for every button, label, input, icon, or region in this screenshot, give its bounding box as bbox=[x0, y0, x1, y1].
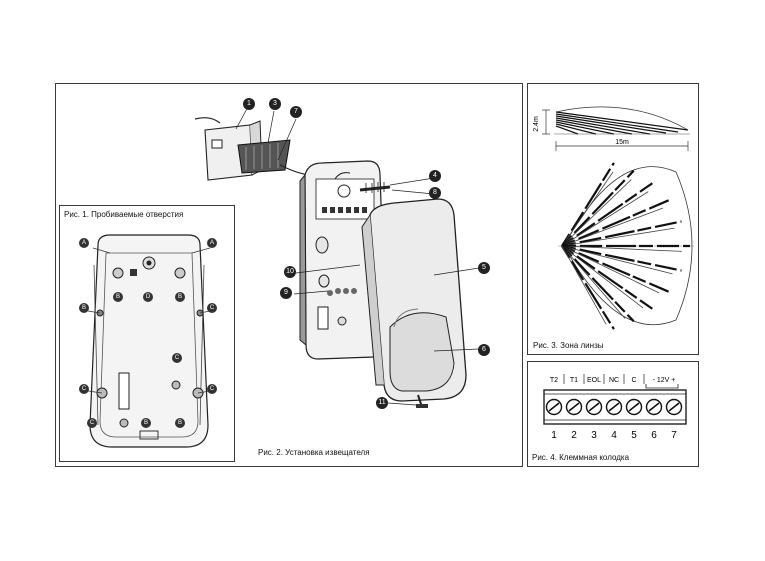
fig1-marker-a: A bbox=[79, 238, 89, 248]
fig2-callout-6: 6 bbox=[478, 344, 490, 356]
terminal-label: EOL bbox=[587, 377, 601, 384]
fan-beam bbox=[561, 245, 635, 323]
height-label: 2.4m bbox=[533, 116, 540, 132]
fig3-panel bbox=[527, 83, 699, 355]
terminal-label: T2 bbox=[550, 377, 558, 384]
screw-slot bbox=[668, 402, 680, 412]
pir-sensor bbox=[337, 184, 351, 198]
screw-slot bbox=[628, 402, 640, 412]
fig1-marker-a: A bbox=[207, 238, 217, 248]
fig1-marker-b: B bbox=[141, 418, 151, 428]
fan-beam-edge bbox=[561, 245, 660, 294]
top-hole-left bbox=[112, 267, 124, 279]
fig2-callout-4: 4 bbox=[429, 170, 441, 182]
screw-slot bbox=[648, 402, 660, 412]
fig2-drawing bbox=[194, 104, 480, 408]
fan-beam bbox=[561, 199, 670, 248]
terminal-number: 2 bbox=[571, 430, 577, 441]
fig2-callout-11: 11 bbox=[376, 397, 388, 409]
fan-beam bbox=[561, 244, 682, 272]
fan-beam-edge bbox=[561, 191, 649, 247]
screw-slot bbox=[548, 402, 560, 412]
fig1-drawing bbox=[87, 234, 211, 448]
fig1-marker-b: B bbox=[79, 303, 89, 313]
lens-window bbox=[389, 312, 455, 392]
fan-beam-edge bbox=[561, 245, 673, 275]
fan-beam-edge bbox=[561, 245, 644, 309]
fan-beam bbox=[561, 245, 615, 330]
fig1-marker-c: C bbox=[87, 418, 97, 428]
housing-inner bbox=[99, 252, 199, 438]
terminal-number: 6 bbox=[651, 430, 657, 441]
fan-beam bbox=[561, 220, 682, 248]
fig2-callout-7: 7 bbox=[290, 106, 302, 118]
terminal-label: C bbox=[631, 377, 636, 384]
fan-beams bbox=[561, 162, 690, 330]
fig1-marker-b: B bbox=[175, 418, 185, 428]
fig2-callout-3: 3 bbox=[269, 98, 281, 110]
terminal-number: 3 bbox=[591, 430, 597, 441]
fan-beam-edge bbox=[561, 227, 675, 247]
fig2-callout-1: 1 bbox=[243, 98, 255, 110]
fan-beam bbox=[561, 244, 670, 293]
terminal-number: 7 bbox=[671, 430, 677, 441]
bottom-hole-left bbox=[119, 418, 129, 428]
fan-beam bbox=[561, 245, 653, 310]
side-view-beams bbox=[555, 111, 689, 135]
fan-beam-edge bbox=[561, 245, 682, 252]
fig2-callout-8: 8 bbox=[429, 187, 441, 199]
square-knockout bbox=[130, 269, 137, 276]
fig3-caption: Рис. 3. Зона линзы bbox=[533, 341, 604, 350]
terminal-label: T1 bbox=[570, 377, 578, 384]
range-label: 15m bbox=[615, 139, 629, 146]
fig1-marker-c: C bbox=[207, 303, 217, 313]
terminal-label: - 12V + bbox=[653, 377, 676, 384]
bracket-clip bbox=[237, 139, 291, 174]
terminal-number: 1 bbox=[551, 430, 557, 441]
fig1-marker-c: C bbox=[207, 384, 217, 394]
fan-beam bbox=[561, 162, 615, 247]
terminal-number: 5 bbox=[631, 430, 637, 441]
center-hole bbox=[171, 380, 181, 390]
fig2-callout-5: 5 bbox=[478, 262, 490, 274]
fig4-caption: Рис. 4. Клеммная колодка bbox=[532, 453, 630, 462]
screw-slot bbox=[588, 402, 600, 412]
fan-beam-edge bbox=[561, 179, 632, 247]
screw-slot bbox=[608, 402, 620, 412]
fan-beam-edge bbox=[561, 207, 664, 247]
terminal-number: 4 bbox=[611, 430, 617, 441]
fig3-drawing: 2.4m 15m bbox=[533, 106, 696, 330]
fig1-marker-c: C bbox=[172, 353, 182, 363]
fig1-marker-d: D bbox=[143, 292, 153, 302]
fig2-callout-9: 9 bbox=[280, 287, 292, 299]
fig1-marker-b: B bbox=[175, 292, 185, 302]
top-hole-right bbox=[174, 267, 186, 279]
fan-beam-edge bbox=[561, 245, 626, 319]
fig1-marker-b: B bbox=[113, 292, 123, 302]
fig2-callout-10: 10 bbox=[284, 266, 296, 278]
fan-beam bbox=[561, 182, 653, 247]
screw-slot bbox=[568, 402, 580, 412]
screw bbox=[359, 185, 391, 192]
wire-slot bbox=[118, 372, 130, 410]
fig1-caption: Рис. 1. Пробиваемые отверстия bbox=[64, 210, 184, 219]
fan-beam-edge bbox=[561, 171, 614, 247]
fan-beam bbox=[561, 169, 635, 247]
cable bbox=[194, 117, 221, 124]
fig1-marker-c: C bbox=[79, 384, 89, 394]
fig4-drawing: T2 T1 EOL NC C - 12V + 1 2 3 4 5 6 7 bbox=[543, 374, 687, 441]
fan-beam-edge bbox=[561, 245, 607, 325]
terminal-label: NC bbox=[609, 377, 619, 384]
fig2-caption: Рис. 2. Установка извещателя bbox=[258, 448, 370, 457]
